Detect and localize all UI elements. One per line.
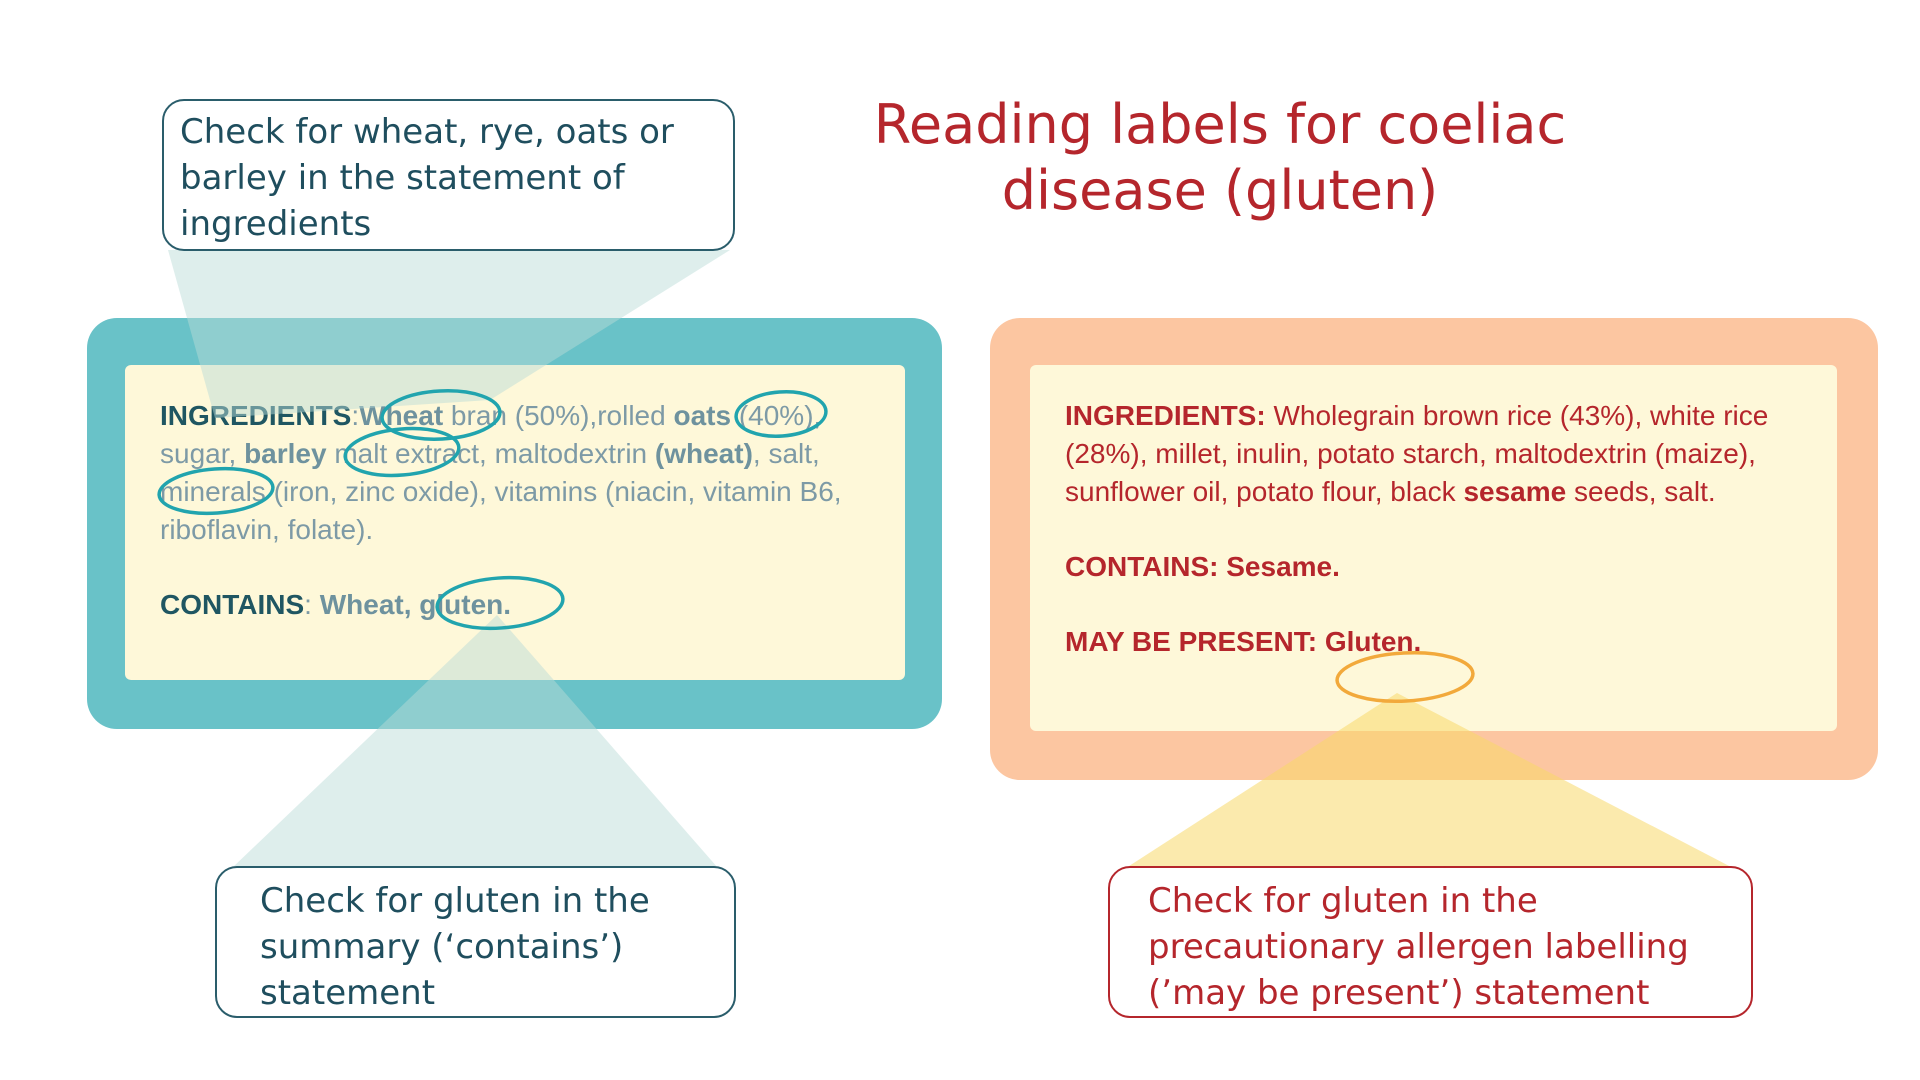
callout-line: Check for gluten in the [260, 881, 650, 921]
page-title: Reading labels for coeliac disease (glut… [760, 92, 1680, 224]
contains-heading: CONTAINS: Sesame. [1065, 551, 1340, 582]
callout-line: Check for gluten in the [1148, 881, 1538, 921]
callout-line: ingredients [180, 204, 372, 244]
ingredients-text: Wholegrain brown rice (43%), white rice … [1065, 400, 1769, 507]
contains-heading: CONTAINS [160, 589, 305, 620]
ingredients-statement-right: INGREDIENTS: Wholegrain brown rice (43%)… [1065, 397, 1802, 511]
ingredients-colon: : [351, 400, 360, 431]
may-be-present-colon: : [1307, 626, 1325, 657]
may-be-present-value: Gluten. [1324, 626, 1422, 657]
callout-line: precautionary allergen labelling [1148, 927, 1689, 967]
allergen-wheat: Wheat [359, 400, 444, 431]
callout-line: (’may be present’) statement [1148, 973, 1650, 1013]
gluten-label-card: INGREDIENTS:Wheat bran (50%),rolled oats… [125, 365, 905, 680]
callout-line: summary (‘contains’) [260, 927, 624, 967]
ingredients-text: bran (50%),rolled [443, 400, 674, 431]
callout-line: statement [260, 973, 436, 1013]
callout-may-be-present: Check for gluten in the precautionary al… [1108, 866, 1753, 1018]
title-line-1: Reading labels for coeliac [873, 93, 1567, 156]
callout-contains: Check for gluten in the summary (‘contai… [215, 866, 736, 1018]
ingredients-text: seeds, salt. [1566, 476, 1716, 507]
callout-line: Check for wheat, rye, oats or [180, 112, 674, 152]
ingredients-heading: INGREDIENTS: [1065, 400, 1266, 431]
callout-ingredients: Check for wheat, rye, oats or barley in … [162, 99, 735, 251]
contains-statement-left: CONTAINS: Wheat, gluten. [160, 586, 870, 624]
allergen-sesame: sesame [1463, 476, 1567, 507]
ingredients-statement-left: INGREDIENTS:Wheat bran (50%),rolled oats… [160, 397, 870, 549]
allergen-oats: oats [673, 400, 732, 431]
contains-statement-right: CONTAINS: Sesame. [1065, 548, 1802, 586]
may-be-present-heading: MAY BE PRESENT [1065, 626, 1308, 657]
callout-line: barley in the statement of [180, 158, 625, 198]
ingredients-text: malt extract, maltodextrin [326, 438, 655, 469]
allergen-barley: barley [244, 438, 327, 469]
ingredients-heading: INGREDIENTS [160, 400, 352, 431]
sesame-label-card: INGREDIENTS: Wholegrain brown rice (43%)… [1030, 365, 1837, 731]
title-line-2: disease (gluten) [1001, 159, 1439, 222]
may-be-present-statement: MAY BE PRESENT: Gluten. [1065, 623, 1802, 661]
contains-value: Wheat, gluten. [319, 589, 512, 620]
allergen-wheat-2: (wheat) [654, 438, 753, 469]
contains-colon: : [304, 589, 320, 620]
